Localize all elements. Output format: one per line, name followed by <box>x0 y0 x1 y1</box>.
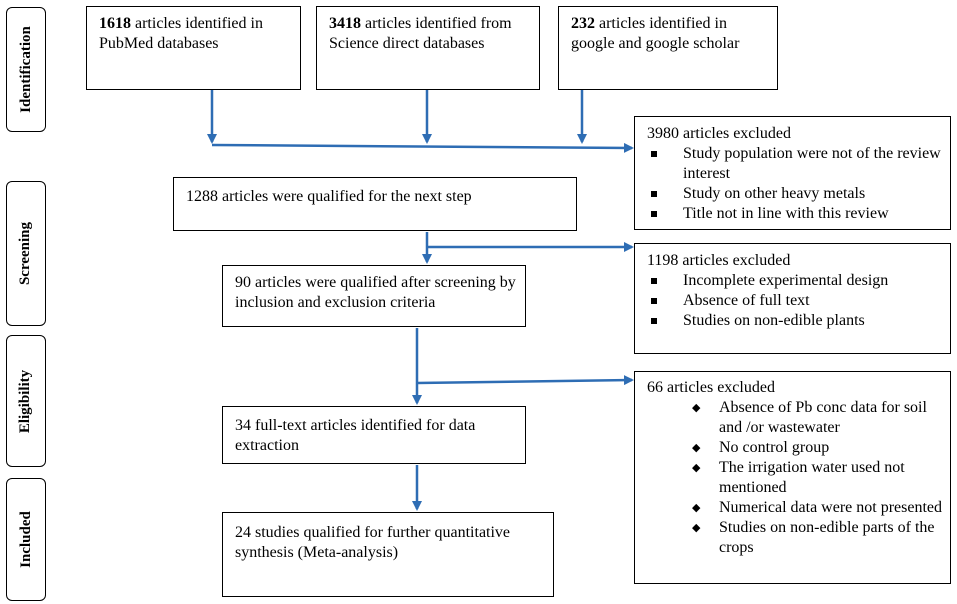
exclusion-item: Incomplete experimental design <box>635 271 944 291</box>
source-box-pubmed: 1618 articles identified in PubMed datab… <box>86 6 301 90</box>
arrow-to-exclusion-1 <box>211 142 634 153</box>
exclusion-item: Absence of full text <box>635 291 944 311</box>
exclusion-item: Study population were not of the review … <box>635 144 944 184</box>
exclusion-title: 1198 articles excluded <box>647 252 791 269</box>
stage-screening: Screening <box>6 181 46 326</box>
exclusion-item: The irrigation water used not mentioned <box>635 458 944 498</box>
exclusion-title: 3980 articles excluded <box>647 125 791 142</box>
source-box-google: 232 articles identified in google and go… <box>558 6 778 90</box>
exclusion-item: No control group <box>635 438 944 458</box>
stage-eligibility: Eligibility <box>6 335 46 467</box>
source-count: 232 <box>571 15 595 32</box>
exclusion-item: Studies on non-edible parts of the crops <box>635 518 944 558</box>
flow-box-included-studies: 24 studies qualified for further quantit… <box>222 512 554 597</box>
exclusion-item: Studies on non-edible plants <box>635 311 944 331</box>
exclusion-list: Study population were not of the review … <box>635 144 944 224</box>
exclusion-item: Absence of Pb conc data for soil and /or… <box>635 398 944 438</box>
exclusion-item: Numerical data were not presented <box>635 498 944 518</box>
flow-box-qualified-after-screening: 90 articles were qualified after screeni… <box>222 265 526 327</box>
source-count: 1618 <box>99 15 131 32</box>
source-text: articles identified in PubMed databases <box>99 15 263 52</box>
stage-identification: Identification <box>6 7 46 132</box>
source-box-sciencedirect: 3418 articles identified from Science di… <box>316 6 540 90</box>
exclusion-box-identification: 3980 articles excluded Study population … <box>634 116 951 230</box>
source-text: articles identified in google and google… <box>571 15 740 52</box>
flow-text: 34 full-text articles identified for dat… <box>235 417 476 454</box>
stage-included: Included <box>6 478 46 601</box>
exclusion-box-eligibility: 66 articles excluded Absence of Pb conc … <box>634 371 951 584</box>
exclusion-box-screening: 1198 articles excluded Incomplete experi… <box>634 243 951 354</box>
source-text: articles identified from Science direct … <box>329 15 512 52</box>
flow-box-full-text: 34 full-text articles identified for dat… <box>222 406 526 464</box>
arrow-to-exclusion-3 <box>416 375 634 386</box>
source-count: 3418 <box>329 15 361 32</box>
exclusion-item: Title not in line with this review <box>635 204 944 224</box>
exclusion-list: Incomplete experimental design Absence o… <box>635 271 944 331</box>
exclusion-list: Absence of Pb conc data for soil and /or… <box>635 398 944 558</box>
exclusion-item: Study on other heavy metals <box>635 184 944 204</box>
flow-text: 24 studies qualified for further quantit… <box>235 524 511 561</box>
flow-text: 1288 articles were qualified for the nex… <box>186 188 472 205</box>
flow-text: 90 articles were qualified after screeni… <box>235 274 516 311</box>
exclusion-title: 66 articles excluded <box>647 379 775 396</box>
flow-box-qualified-next-step: 1288 articles were qualified for the nex… <box>173 177 577 231</box>
